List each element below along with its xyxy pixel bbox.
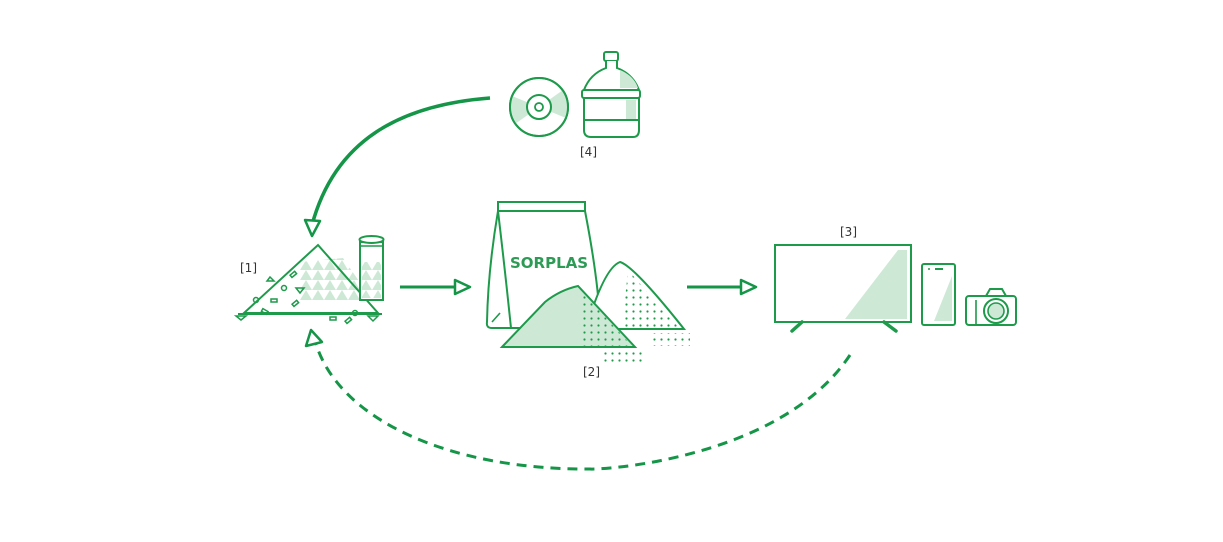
water-jug-icon [581, 51, 641, 138]
plastic-pile-icon [233, 243, 382, 325]
label-raw-materials: [1] [240, 261, 257, 275]
disc-icon [509, 77, 569, 137]
camera-icon [965, 288, 1017, 326]
television-icon [774, 244, 912, 333]
recovered-to-raw-arrow [303, 96, 491, 238]
pellet-pile-icon [499, 260, 690, 366]
resin-to-products-arrow [687, 278, 758, 296]
canister-icon [358, 235, 385, 301]
products-to-raw-dashed-arrow [304, 328, 852, 471]
label-recovered-waste: [4] [580, 145, 597, 159]
smartphone-icon [921, 263, 956, 326]
label-products: [3] [840, 225, 857, 239]
label-sorplas-resin: [2] [583, 365, 600, 379]
raw-to-resin-arrow [400, 278, 472, 296]
bag-brand-text: SORPLAS [510, 254, 588, 272]
